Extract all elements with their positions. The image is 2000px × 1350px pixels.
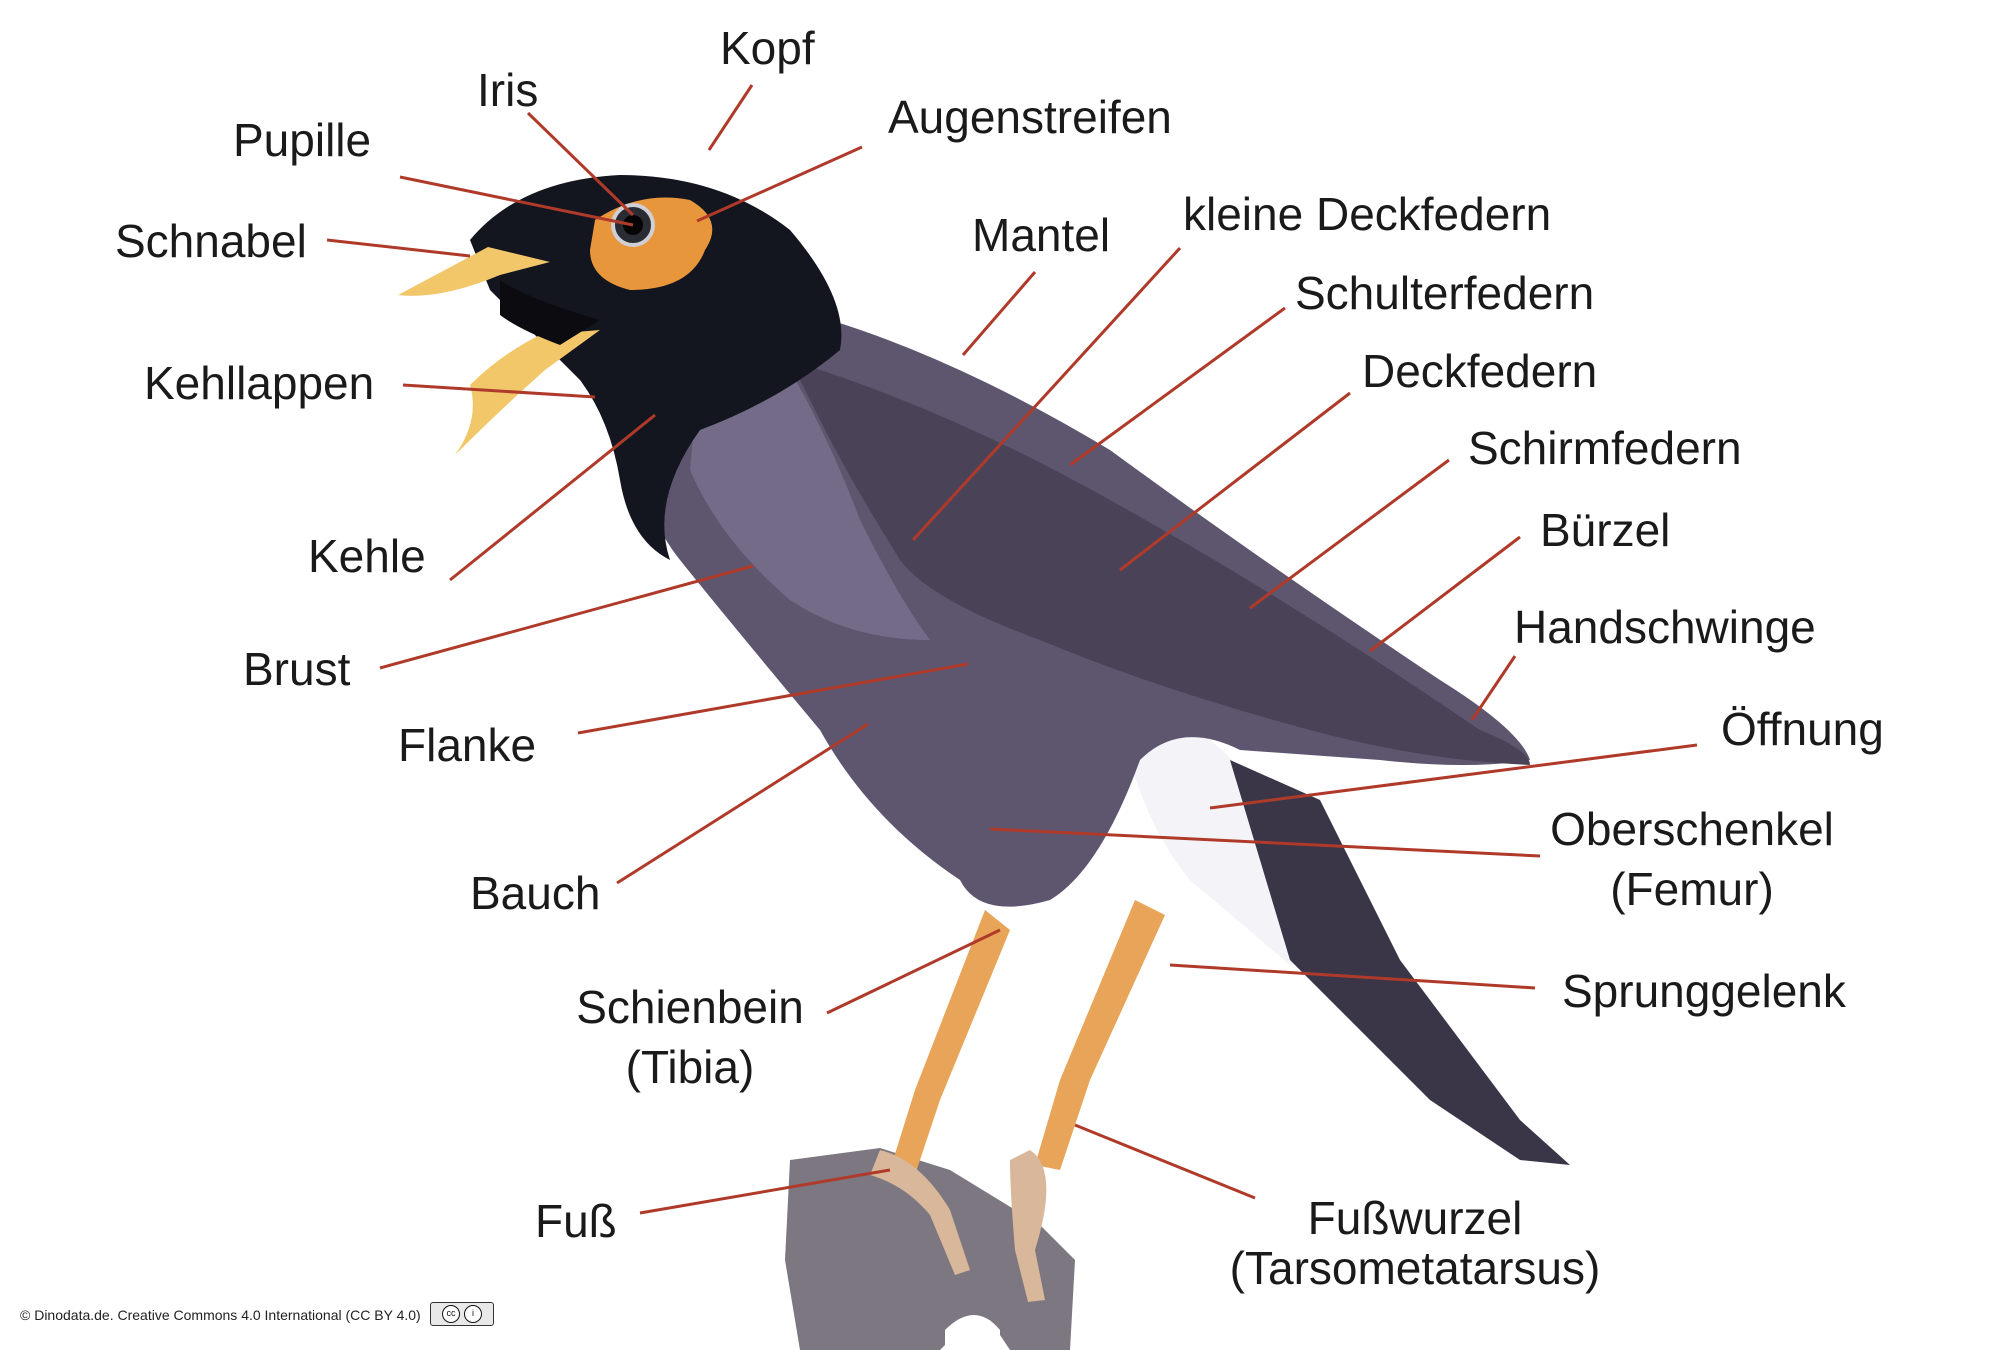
label-schienbein: Schienbein (Tibia): [540, 984, 840, 1090]
leader-schienbein: [826, 928, 1001, 1015]
upper-beak: [398, 247, 550, 296]
leader-schnabel: [326, 238, 471, 258]
label-fuss: Fuß: [535, 1195, 617, 1247]
leader-schulterfedern: [1069, 306, 1286, 467]
leader-brust: [379, 564, 754, 670]
label-kehle: Kehle: [308, 530, 426, 582]
right-leg: [1035, 900, 1165, 1170]
leader-deckfedern: [1119, 391, 1351, 572]
tail: [1230, 760, 1570, 1165]
label-fusswurzel-line1: Fußwurzel: [1307, 1192, 1523, 1244]
copyright-credit: © Dinodata.de. Creative Commons 4.0 Inte…: [20, 1307, 421, 1323]
leader-fuss: [639, 1168, 891, 1215]
label-kehllappen: Kehllappen: [144, 357, 375, 409]
label-schnabel: Schnabel: [115, 215, 307, 267]
label-deckfedern: Deckfedern: [1362, 345, 1598, 397]
label-fusswurzel-line2: (Tarsometatarsus): [1229, 1242, 1601, 1294]
left-leg: [890, 910, 1010, 1175]
cc-icon: cc: [442, 1305, 460, 1324]
head: [470, 175, 842, 560]
mouth-gape: [500, 280, 600, 345]
label-kleine-deckfedern: kleine Deckfedern: [1183, 188, 1552, 240]
label-pupille: Pupille: [233, 114, 372, 166]
label-oberschenkel: Oberschenkel (Femur): [1542, 806, 1842, 912]
label-schienbein-line2: (Tibia): [625, 1041, 755, 1093]
label-schulterfedern: Schulterfedern: [1295, 267, 1595, 319]
leader-lines: [326, 84, 1698, 1215]
label-oberschenkel-line1: Oberschenkel: [1550, 803, 1834, 855]
wing: [790, 360, 1530, 765]
leader-buerzel: [1369, 535, 1521, 653]
leader-sprunggelenk: [1169, 963, 1536, 990]
leader-bauch: [616, 722, 869, 885]
leader-kopf: [707, 84, 754, 151]
right-foot: [1010, 1150, 1047, 1302]
leader-kehllappen: [402, 383, 596, 399]
label-flanke: Flanke: [398, 719, 537, 771]
leader-iris: [526, 111, 635, 217]
label-augenstreifen: Augenstreifen: [888, 91, 1172, 143]
perch-hole: [945, 1315, 1000, 1350]
leader-augenstreifen: [696, 145, 863, 223]
label-oberschenkel-line2: (Femur): [1610, 863, 1774, 915]
leader-kleine-deckfedern: [911, 246, 1182, 542]
perch: [785, 1148, 1075, 1350]
label-handschwinge: Handschwinge: [1514, 601, 1816, 653]
leader-handschwinge: [1470, 655, 1517, 721]
label-kopf: Kopf: [720, 22, 815, 74]
by-icon: i: [464, 1305, 482, 1324]
leader-kehle: [449, 413, 656, 582]
label-oeffnung: Öffnung: [1721, 703, 1884, 755]
leader-oeffnung: [1209, 743, 1698, 810]
label-brust: Brust: [243, 643, 351, 695]
label-buerzel: Bürzel: [1540, 504, 1671, 556]
leader-mantel: [961, 271, 1037, 356]
label-sprunggelenk: Sprunggelenk: [1562, 965, 1846, 1017]
leader-schirmfedern: [1249, 458, 1450, 610]
leader-pupille: [399, 175, 634, 227]
leader-oberschenkel: [989, 827, 1541, 858]
leader-fusswurzel: [1074, 1123, 1256, 1200]
label-schienbein-line1: Schienbein: [576, 981, 804, 1033]
lower-beak: [455, 330, 600, 455]
label-bauch: Bauch: [470, 867, 601, 919]
chest-highlight: [690, 352, 930, 640]
leader-flanke: [577, 662, 969, 735]
label-iris: Iris: [477, 64, 539, 116]
label-fusswurzel: Fußwurzel (Tarsometatarsus): [1205, 1195, 1625, 1291]
left-foot: [870, 1150, 970, 1275]
label-schirmfedern: Schirmfedern: [1468, 422, 1742, 474]
label-mantel: Mantel: [972, 209, 1111, 261]
